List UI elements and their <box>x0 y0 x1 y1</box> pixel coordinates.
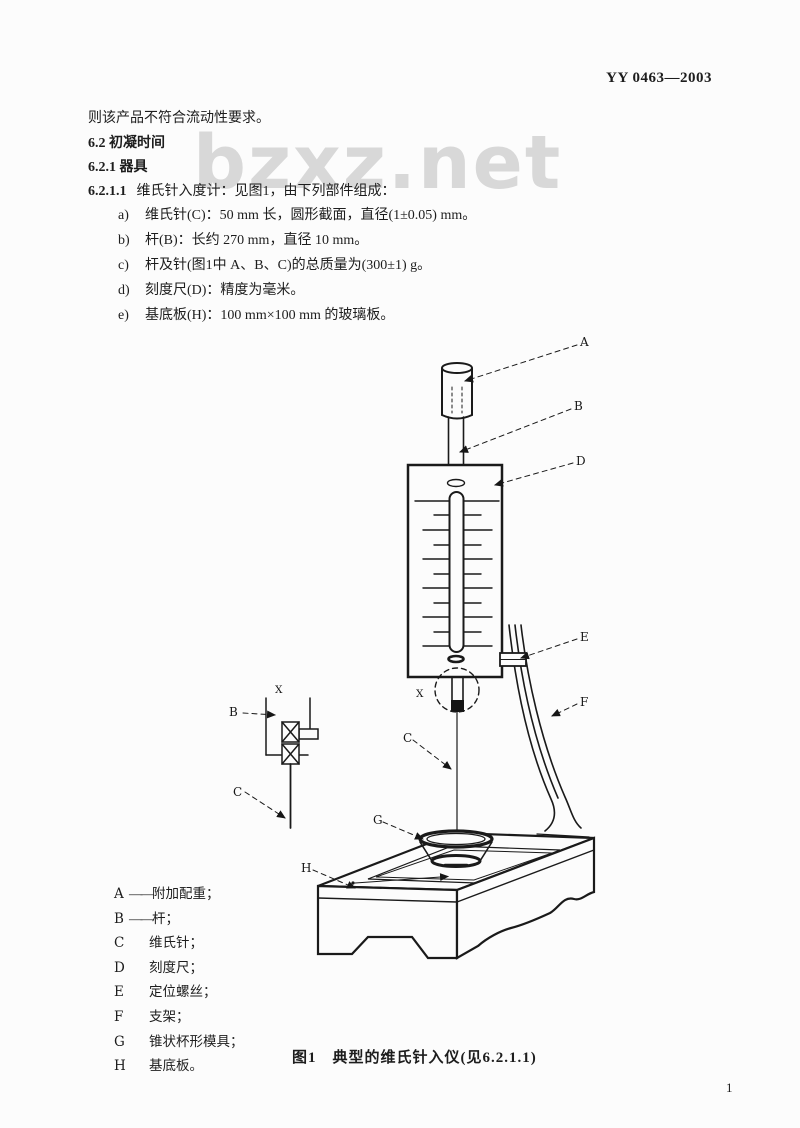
label-B: B <box>574 399 583 413</box>
label-D: D <box>576 454 586 468</box>
positioning-screw <box>499 652 527 667</box>
figure-labels: A B D E F C G H X X B C <box>229 335 589 875</box>
list-item-a: a)维氏针(C)：50 mm 长，圆形截面，直径(1±0.05) mm。 <box>118 208 477 223</box>
label-E: E <box>580 630 589 644</box>
label-B-inset: B <box>229 705 238 719</box>
vicat-apparatus-figure: A B D E F C G H X X B C <box>229 335 596 960</box>
label-G: G <box>373 813 383 827</box>
clause-text: 维氏针入度计：见图1，由下列部件组成： <box>136 184 396 199</box>
list-item-d: d)刻度尺(D)：精度为毫米。 <box>118 283 305 298</box>
clause-number: 6.2.1.1 <box>88 184 127 199</box>
scale-plate <box>406 463 504 679</box>
hatched-clamp <box>281 721 300 765</box>
list-item-e: e)基底板(H)：100 mm×100 mm 的玻璃板。 <box>118 308 395 323</box>
heading-6-2-1: 6.2.1 器具 <box>88 160 148 175</box>
heading-6-2: 6.2 初凝时间 <box>88 136 165 151</box>
chuck-inset <box>265 697 319 829</box>
label-C: C <box>403 731 412 745</box>
label-X-inset: X <box>275 684 283 696</box>
legend-item-A: A——附加配重； <box>114 886 220 902</box>
needle-chuck <box>434 667 480 713</box>
label-A: A <box>579 335 589 349</box>
conical-mold <box>418 829 494 868</box>
label-F: F <box>580 695 588 709</box>
list-item-c: c)杆及针(图1中 A、B、C)的总质量为(300±1) g。 <box>118 258 432 273</box>
label-C-inset: C <box>233 785 242 799</box>
base-stand <box>316 831 596 960</box>
rod <box>447 416 465 466</box>
label-X-main: X <box>416 688 424 700</box>
standard-number: YY 0463—2003 <box>606 70 712 86</box>
chuck-detail-circle <box>434 667 480 713</box>
intro-line: 则该产品不符合流动性要求。 <box>88 111 270 126</box>
site-watermark: bzxz.net <box>193 120 563 206</box>
page-number: 1 <box>726 1080 733 1095</box>
leader-lines <box>242 344 578 889</box>
scale-ticks <box>414 500 500 647</box>
list-item-b: b)杆(B)：长约 270 mm，直径 10 mm。 <box>118 233 369 248</box>
figure-caption: 图1 典型的维氏针入仪(见6.2.1.1) <box>292 1050 537 1066</box>
weight-cylinder <box>441 362 473 420</box>
heading-6-2-1-1: 6.2.1.1 维氏针入度计：见图1，由下列部件组成： <box>88 180 396 200</box>
legend-item-B: B——杆； <box>114 910 179 927</box>
label-H: H <box>301 861 311 875</box>
